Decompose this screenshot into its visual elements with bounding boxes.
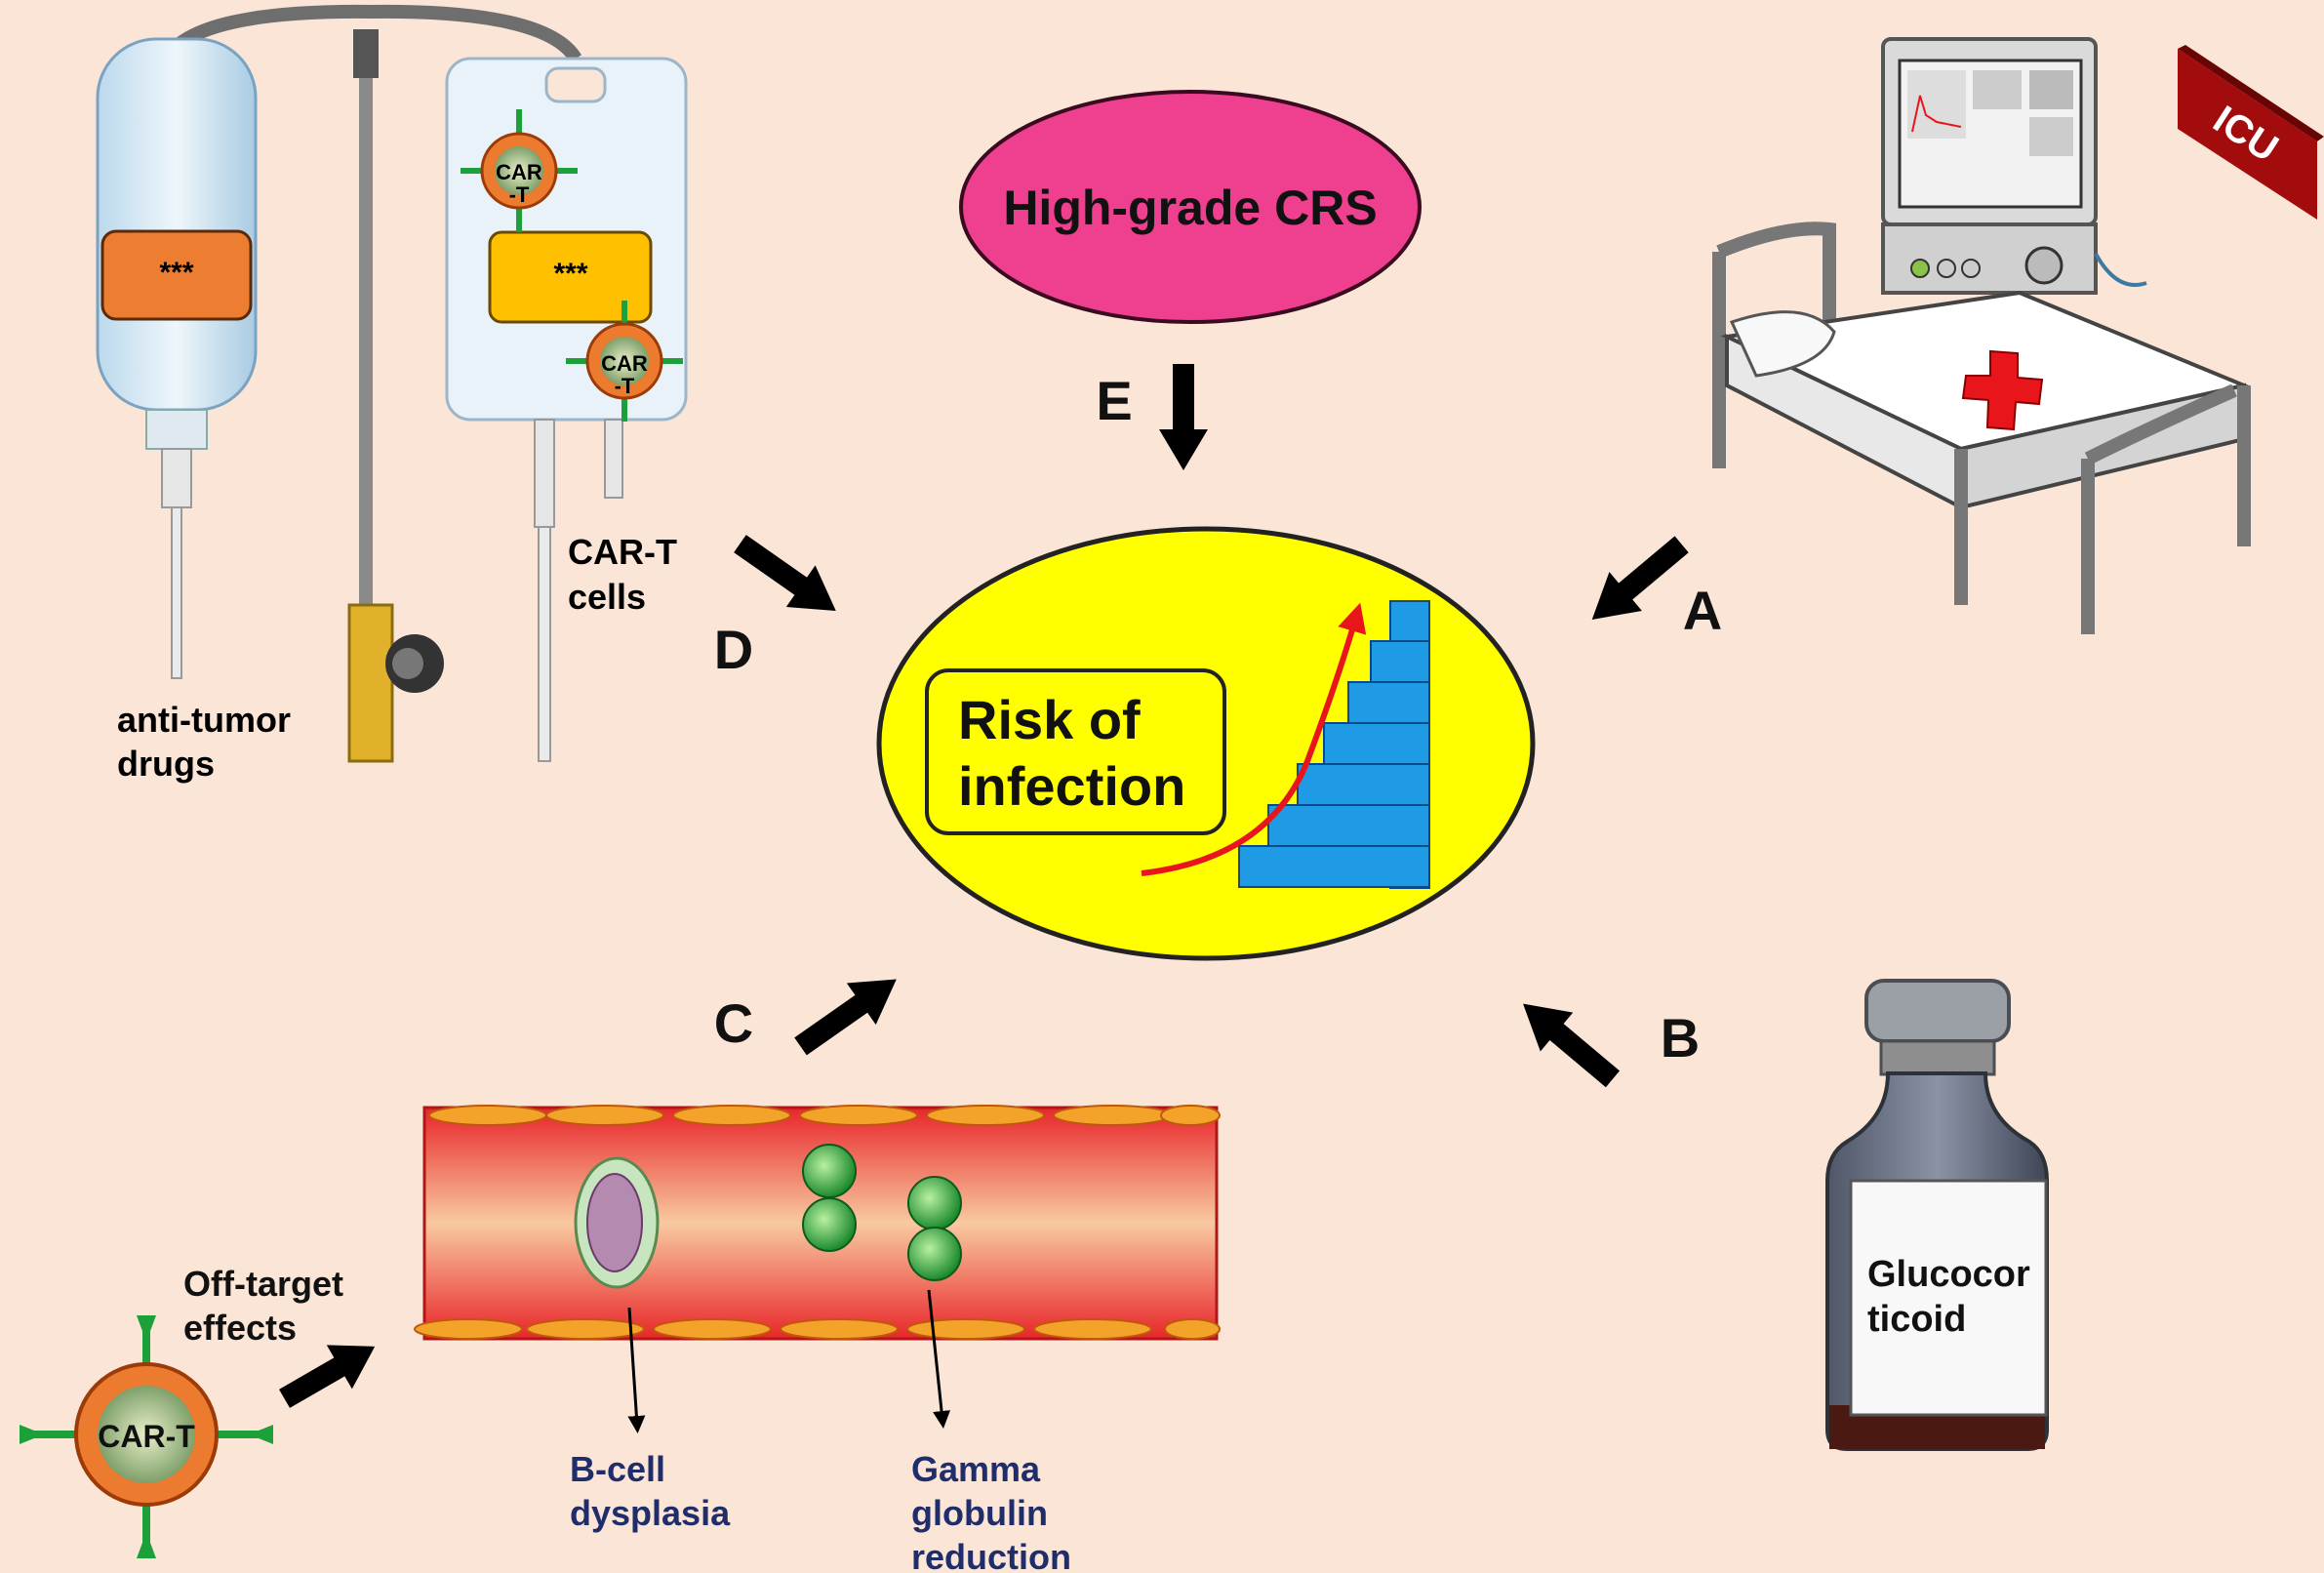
gamma-globulin (802, 1144, 857, 1252)
risk-label-line1: Risk of (958, 689, 1141, 750)
bag-car-t-cell: CAR -T (566, 301, 683, 422)
arrow-b (1523, 1003, 1621, 1088)
bcell-line1: B-cell (570, 1449, 665, 1489)
icu-bed-illustration: ICU (1712, 37, 2324, 634)
vial-label-line2: ticoid (1867, 1299, 1966, 1340)
bag-cell-line1: CAR (496, 160, 542, 184)
blood-vessel: B-cell dysplasia Gamma globulin reductio… (414, 1105, 1221, 1573)
bag-label-text: *** (553, 258, 587, 290)
label-d: D (714, 619, 753, 680)
offtarget-car-t-label: CAR-T (98, 1419, 195, 1454)
label-c: C (714, 992, 753, 1054)
glucocorticoid-vial: Glucocor ticoid (1825, 979, 2049, 1451)
label-e: E (1096, 370, 1132, 431)
risk-label-line2: infection (958, 755, 1185, 817)
bottle-label-text: *** (159, 257, 193, 289)
gamma-line1: Gamma (911, 1449, 1041, 1489)
gamma-line2: globulin (911, 1493, 1048, 1533)
offtarget-line2: effects (183, 1308, 297, 1348)
car-t-bag: *** CAR -T CAR -T (445, 57, 688, 762)
vessel-wall-bottom (414, 1318, 1221, 1340)
off-target-car-t-cell: CAR-T (20, 1315, 273, 1558)
high-grade-crs: High-grade CRS (959, 90, 1422, 324)
anti-tumor-drugs-line2: drugs (117, 744, 215, 784)
vial-label (1849, 1179, 2048, 1417)
patient-monitor (1881, 37, 2147, 295)
anti-tumor-drugs-line1: anti-tumor (117, 700, 291, 740)
bag-cell-line1: CAR (601, 351, 648, 376)
arrow-offtarget (279, 1345, 376, 1408)
label-a: A (1683, 580, 1722, 641)
arrow-e (1159, 364, 1208, 470)
gamma-pointer (927, 1289, 951, 1429)
medical-cross-icon (1961, 349, 2044, 431)
risk-of-infection-center: Risk of infection (876, 526, 1536, 961)
rising-curve-icon (1141, 602, 1367, 876)
b-cell (574, 1156, 660, 1289)
bottle-label (100, 229, 253, 321)
drug-bottle: *** (96, 37, 258, 679)
hospital-bed (1712, 222, 2251, 634)
car-t-cells-line2: cells (568, 577, 646, 617)
car-t-cells-line1: CAR-T (568, 532, 677, 572)
risk-label-box (925, 668, 1226, 835)
iv-stand-illustration: *** *** CAR -T (96, 4, 688, 784)
offtarget-line1: Off-target (183, 1264, 343, 1304)
label-b: B (1661, 1007, 1700, 1069)
gamma-globulin (907, 1176, 962, 1281)
bag-car-t-cell: CAR -T (461, 109, 578, 232)
arrow-c (794, 979, 897, 1056)
bag-label (488, 230, 653, 324)
vessel-wall-top (428, 1105, 1221, 1126)
rising-stairs-icon (1238, 600, 1430, 889)
vial-label-line1: Glucocor (1867, 1254, 2030, 1295)
b-cell-pointer (627, 1307, 646, 1433)
gamma-line3: reduction (911, 1537, 1071, 1573)
icu-sign: ICU (2178, 45, 2324, 220)
bag-cell-line2: -T (509, 182, 530, 207)
bcell-line2: dysplasia (570, 1493, 731, 1533)
arrow-a (1591, 536, 1689, 620)
bag-cell-line2: -T (615, 374, 635, 398)
crs-label: High-grade CRS (1003, 181, 1377, 235)
arrow-d (734, 535, 836, 611)
